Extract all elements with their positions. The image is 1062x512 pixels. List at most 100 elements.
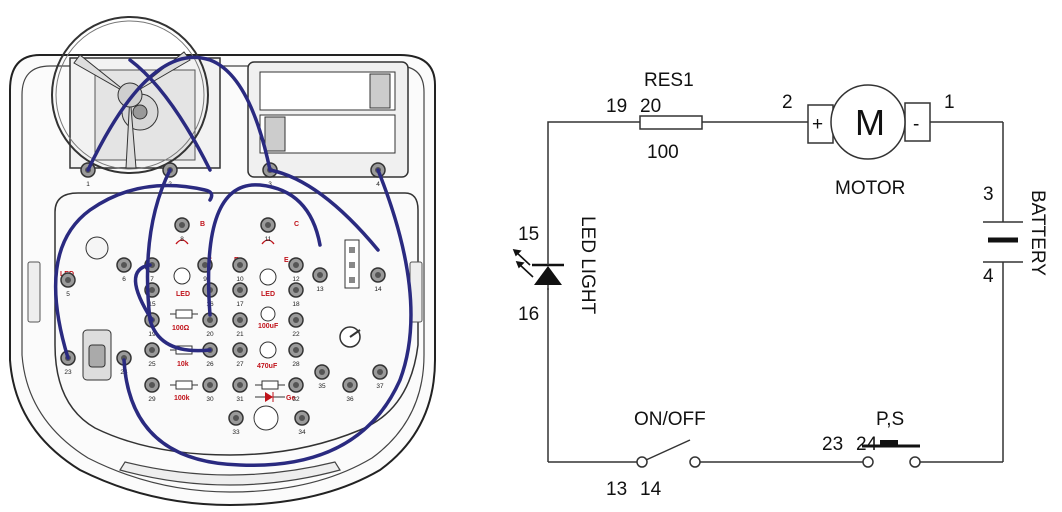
terminal-10: 10 [232,257,248,283]
label-c100: 100uF [258,323,279,330]
board-foot-left [27,261,41,323]
terminal-label-32: 32 [292,396,300,403]
terminal-label-23: 23 [64,369,72,376]
label-r100k: 100k [174,395,190,402]
terminal-label-18: 18 [292,301,300,308]
terminal-label-3: 3 [268,181,272,188]
terminal-label-29: 29 [148,396,156,403]
push-button-cap [880,440,898,446]
switch-lever [645,439,691,461]
switch-pin-a: 13 [606,479,627,500]
terminal-label-19: 19 [148,331,156,338]
terminal-label-37: 37 [376,383,384,390]
push-name: P,S [876,409,904,430]
kit-board: LED LED LED 100Ω 100uF 10k 470uF 100k Ge… [9,16,436,507]
terminal-label-6: 6 [122,276,126,283]
terminal-22: 22 [288,312,304,338]
terminal-21: 21 [232,312,248,338]
wire-4 [268,168,380,252]
terminal-label-20: 20 [206,331,214,338]
switch-contact-b [689,456,701,468]
terminal-36: 36 [342,377,358,403]
terminal-label-17: 17 [236,301,244,308]
terminal-18: 18 [288,282,304,308]
resistor-name: RES1 [644,70,694,91]
switch-knob [88,344,106,368]
terminal-13: 13 [312,267,328,293]
cap-470-body [259,341,277,359]
battery-pin-bottom: 4 [983,266,994,287]
motor-plus-sign: + [812,114,823,135]
terminal-label-25: 25 [148,361,156,368]
led-pin-bottom: 16 [518,304,539,325]
lamp-glyph-right [261,239,275,245]
terminal-30: 30 [202,377,218,403]
resistor-glyph-4 [255,380,285,390]
terminal-label-1: 1 [86,181,90,188]
wire-5 [122,168,413,467]
terminal-label-5: 5 [66,291,70,298]
led-light-rays [512,248,534,278]
terminal-25: 25 [144,342,160,368]
terminal-14: 14 [370,267,386,293]
battery-name: BATTERY [1027,190,1048,276]
led-pin-top: 15 [518,224,539,245]
lamp-glyph-left [175,239,189,245]
label-lamp-c-right: C [294,221,299,228]
terminal-label-35: 35 [318,383,326,390]
wire-7 [133,263,154,322]
switch-name: ON/OFF [634,409,706,430]
push-contact-a [862,456,874,468]
terminal-29: 29 [144,377,160,403]
terminal-31: 31 [232,377,248,403]
wire-6 [53,183,214,360]
led-left-body [85,236,109,260]
terminal-label-8: 8 [180,236,184,243]
fan [51,16,209,174]
terminal-label-15: 15 [148,301,156,308]
schematic-wires [547,121,1004,463]
board-inner-outline [21,65,425,493]
label-c470: 470uF [257,363,278,370]
resistor-symbol [639,115,703,130]
label-led-mid: LED [261,291,275,298]
terminal-35: 35 [314,364,330,390]
terminal-37: 37 [372,364,388,390]
terminal-33: 33 [228,410,244,436]
terminal-17: 17 [232,282,248,308]
terminal-label-7: 7 [150,276,154,283]
terminal-label-4: 4 [376,181,380,188]
motor-name: MOTOR [835,178,905,199]
battery-pin-top: 3 [983,184,994,205]
terminal-label-33: 33 [232,429,240,436]
reed-switch-b [349,262,355,268]
label-lamp-b: B [200,221,205,228]
led-name: LED LIGHT [577,216,598,315]
motor-pin-plus: 2 [782,92,793,113]
terminal-32: 32 [288,377,304,403]
switch-contact-a [636,456,648,468]
terminal-label-21: 21 [236,331,244,338]
terminal-27: 27 [232,342,248,368]
wire-8 [128,58,212,172]
wire-3 [206,183,322,317]
motor-symbol [830,84,906,160]
speaker-body [253,405,279,431]
terminal-label-9: 9 [203,276,207,283]
diode-glyph [255,392,285,402]
led-mid-body [259,268,277,286]
terminal-label-28: 28 [292,361,300,368]
motor-shaft-core [132,104,148,120]
terminal-label-11: 11 [265,236,272,243]
terminal-label-31: 31 [236,396,244,403]
terminal-label-30: 30 [206,396,214,403]
terminal-label-13: 13 [316,286,324,293]
switch-pin-b: 14 [640,479,662,500]
motor-letter: M [855,102,885,143]
led-symbol [534,266,562,285]
pot-pointer [349,329,361,338]
terminal-label-22: 22 [292,331,300,338]
terminal-28: 28 [288,342,304,368]
